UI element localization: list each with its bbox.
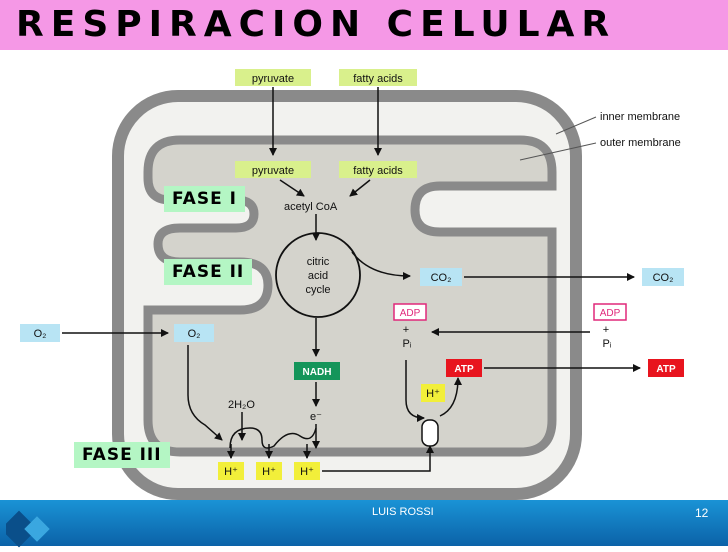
fatty-acids-inner-box	[339, 161, 417, 178]
phase-label-1: FASE I	[164, 186, 245, 212]
o2-outer-label: O₂	[34, 328, 47, 340]
inner-membrane-label: inner membrane	[600, 111, 680, 123]
fatty-acids-inner-label: fatty acids	[353, 165, 403, 177]
atp-inner-label: ATP	[454, 364, 474, 375]
adp-outer-label: ADP	[600, 308, 621, 319]
page-number: 12	[695, 506, 709, 520]
fatty-acids-outer-box	[339, 69, 417, 86]
proton-box-1	[218, 462, 244, 480]
pyruvate-outer-label: pyruvate	[252, 73, 294, 85]
synthase-to-atp-arrow	[439, 377, 462, 417]
fatty-acids-outer-label: fatty acids	[353, 73, 403, 85]
proton-label-2: H⁺	[262, 466, 276, 478]
pyruvate-inner-label: pyruvate	[252, 165, 294, 177]
outer-membrane-label: outer membrane	[600, 137, 681, 149]
pyruvate-outer-box	[235, 69, 311, 86]
cycle-to-co2-arrow	[351, 251, 411, 280]
pi-inner-label: Pᵢ	[402, 338, 411, 350]
cycle-label-line2: acid	[308, 270, 328, 282]
proton-box-3	[294, 462, 320, 480]
cycle-label-line3: cycle	[305, 284, 330, 296]
footer-bar	[0, 500, 728, 548]
proton-return-arrow	[322, 445, 434, 472]
plus-outer-label: +	[603, 324, 609, 336]
pyruvate-to-acetyl-arrow	[279, 179, 305, 197]
electron-transport-path	[229, 427, 317, 449]
atp-synthase	[421, 419, 439, 447]
nadh-label: NADH	[303, 367, 332, 378]
nadh-box	[294, 362, 340, 380]
atp-outer-label: ATP	[656, 364, 676, 375]
outer-membrane-pointer	[519, 142, 597, 161]
matrix-proton-box	[421, 384, 445, 402]
adp-inner-label: ADP	[400, 308, 421, 319]
proton-label-1: H⁺	[224, 466, 238, 478]
pi-outer-label: Pᵢ	[602, 338, 611, 350]
citric-acid-cycle	[275, 232, 361, 318]
proton-box-2	[256, 462, 282, 480]
matrix-proton-label: H⁺	[426, 388, 440, 400]
o2-to-chain-arrow	[187, 345, 223, 441]
water-label: 2H₂O	[228, 399, 255, 411]
title-bar: RESPIRACION CELULAR	[0, 0, 728, 50]
o2-inner-box	[174, 324, 214, 342]
cycle-label-line1: citric	[307, 256, 330, 268]
electron-label: e⁻	[310, 411, 322, 423]
adp-outer-box	[593, 303, 627, 321]
slide-title: RESPIRACION CELULAR	[16, 4, 617, 45]
atp-outer-box	[648, 359, 684, 377]
footer-author: LUIS ROSSI	[372, 506, 434, 518]
co2-outer-box	[642, 268, 684, 286]
pyruvate-inner-box	[235, 161, 311, 178]
o2-outer-box	[20, 324, 60, 342]
phase-label-3: FASE III	[74, 442, 170, 468]
co2-inner-label: CO₂	[431, 272, 452, 284]
co2-inner-box	[420, 268, 462, 286]
acetyl-coa-label: acetyl CoA	[284, 201, 338, 213]
adp-inner-box	[393, 303, 427, 321]
fatty-to-acetyl-arrow	[349, 179, 371, 197]
atp-inner-box	[446, 359, 482, 377]
plus-inner-label: +	[403, 324, 409, 336]
proton-label-3: H⁺	[300, 466, 314, 478]
o2-inner-label: O₂	[188, 328, 201, 340]
phase-label-2: FASE II	[164, 259, 253, 285]
synthase-loop-arrow	[405, 360, 425, 422]
co2-outer-label: CO₂	[653, 272, 674, 284]
footer-decoration	[6, 510, 50, 548]
inner-membrane-pointer	[555, 116, 597, 135]
